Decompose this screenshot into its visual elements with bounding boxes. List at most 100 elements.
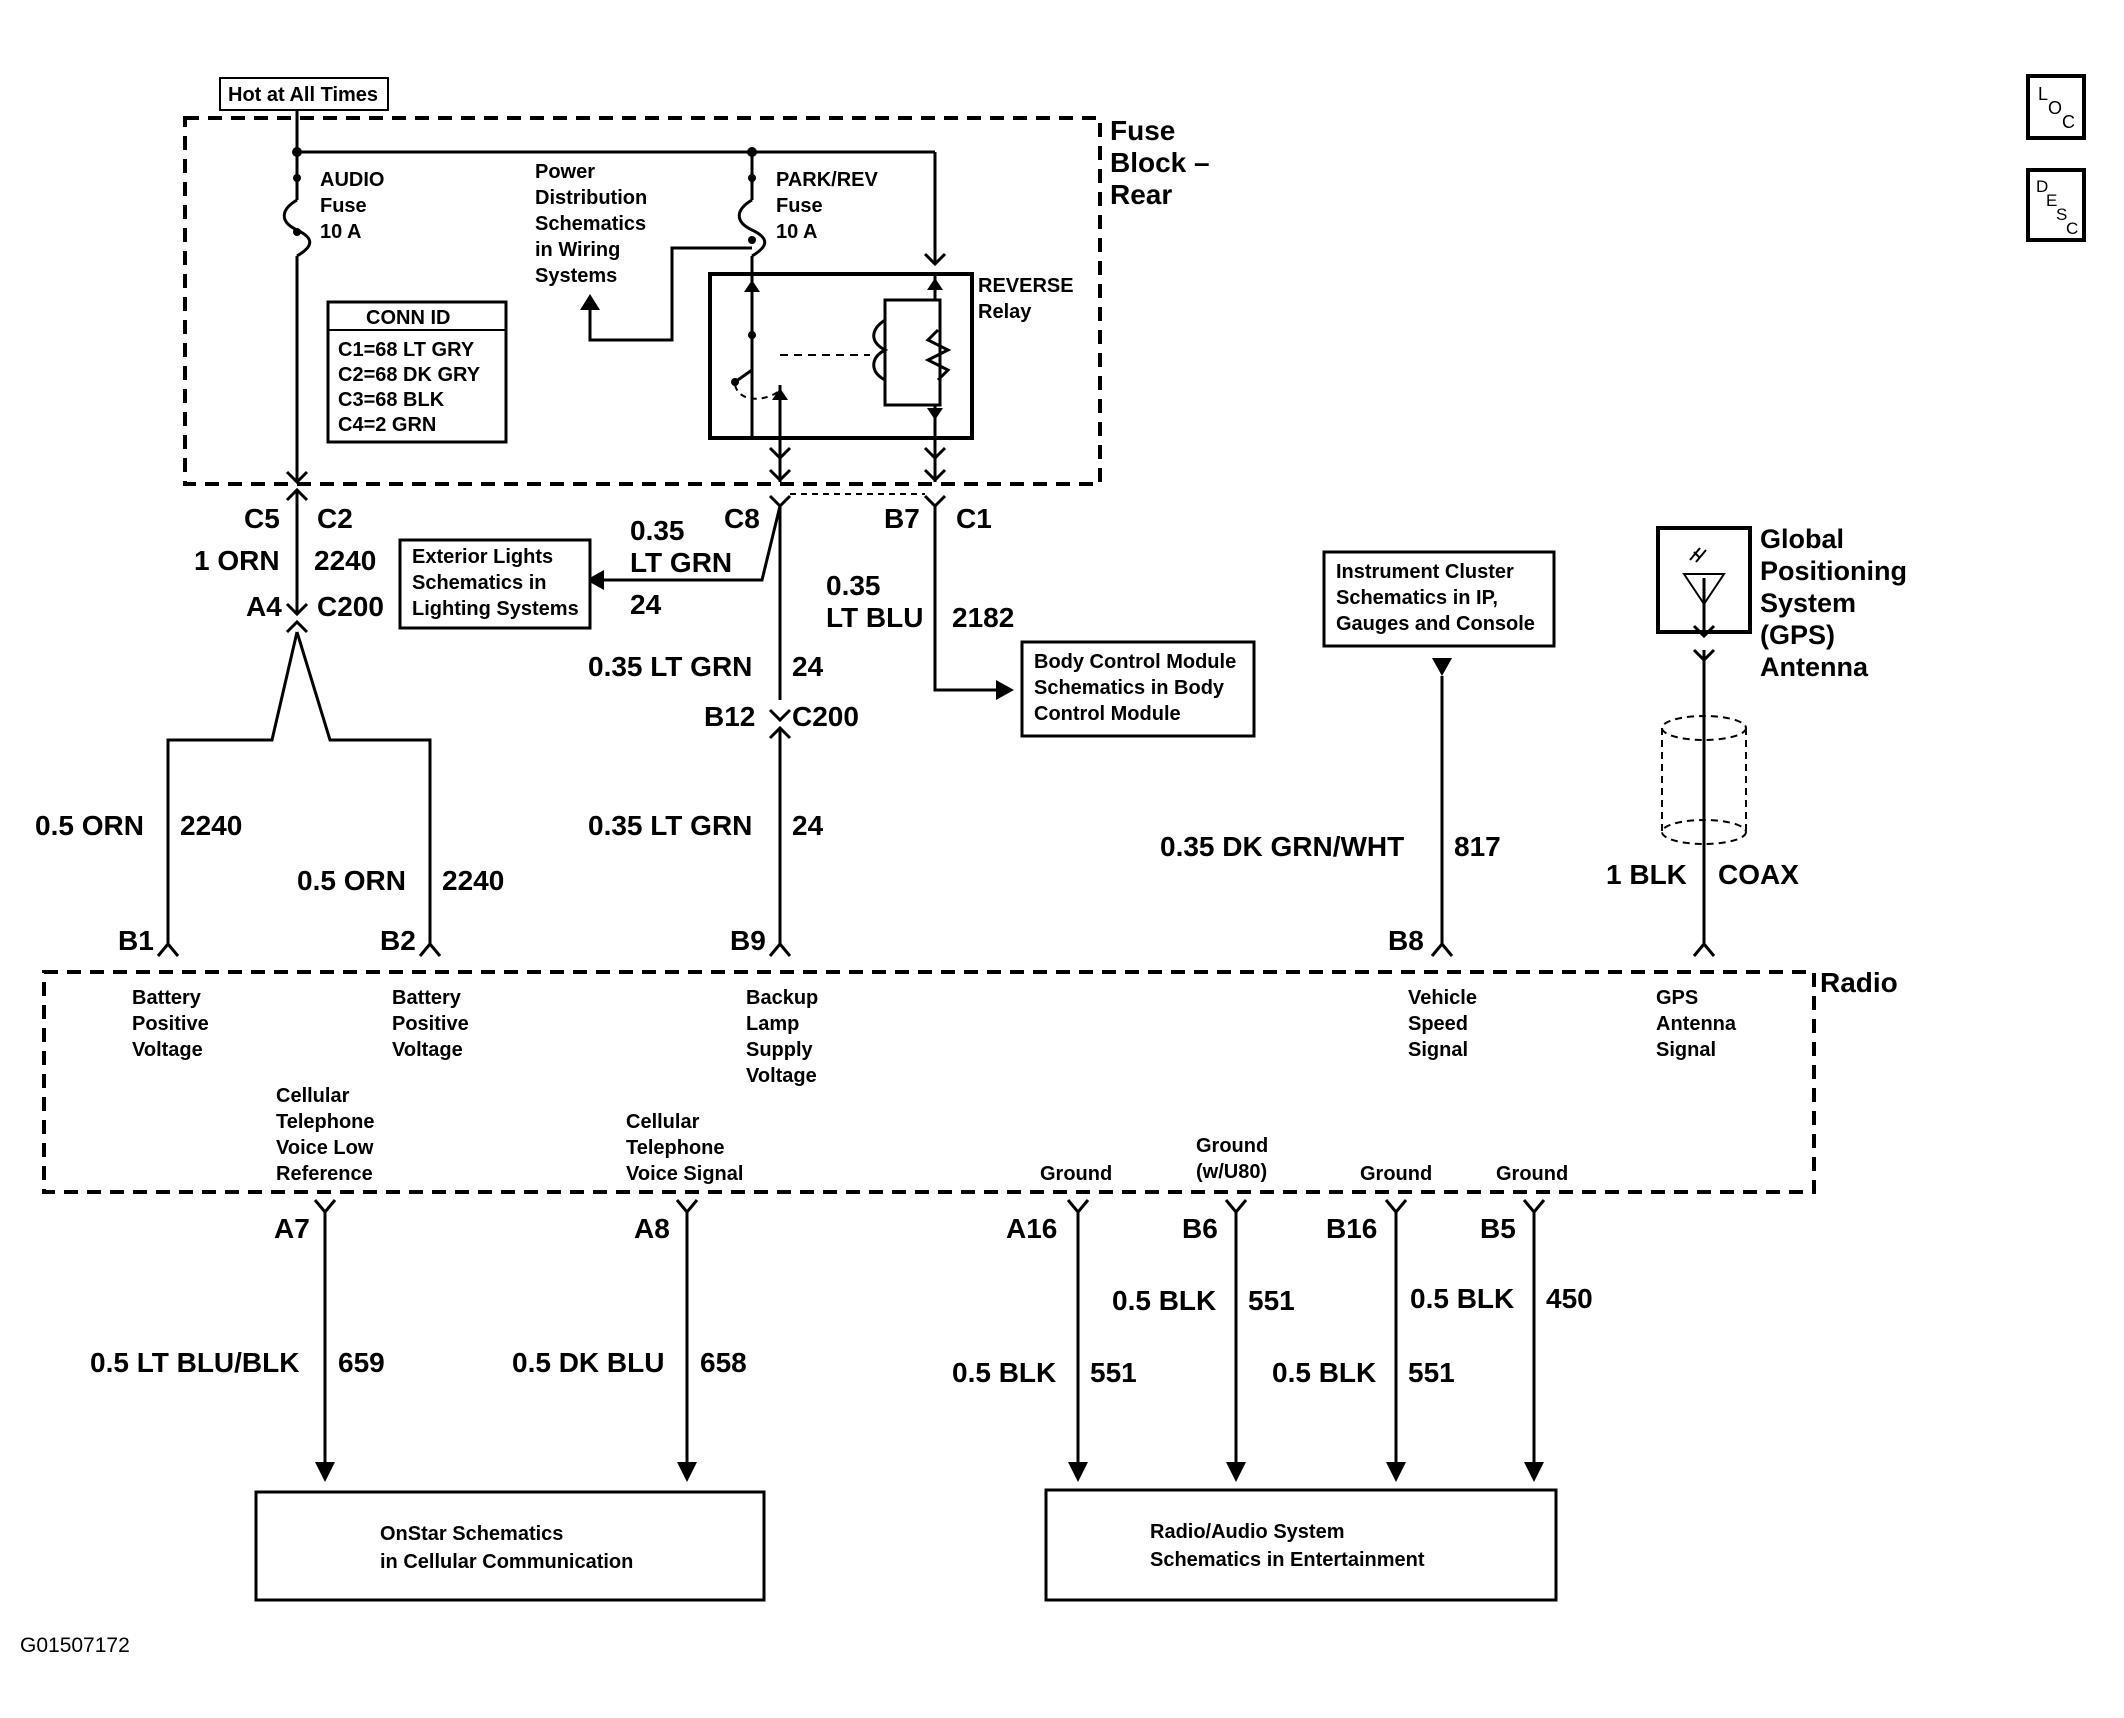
svg-text:Schematics in IP,: Schematics in IP, [1336,587,1498,609]
relay-internals [731,274,952,438]
svg-text:0.35: 0.35 [826,570,881,601]
onstar-ref-label: OnStar Schematics in Cellular Communicat… [380,1523,633,1573]
svg-text:Fuse: Fuse [1110,115,1175,146]
svg-text:Control Module: Control Module [1034,703,1181,725]
svg-text:Antenna: Antenna [1760,652,1869,682]
wire-a8-circuit: 658 [700,1347,747,1378]
svg-text:L: L [2038,84,2048,104]
svg-text:Voice Low: Voice Low [276,1137,374,1159]
pin-a7-description: Cellular Telephone Voice Low Reference [276,1085,375,1185]
pin-b5-description: Ground [1496,1163,1568,1185]
svg-text:(GPS): (GPS) [1760,620,1835,650]
wire-orn-b1-gauge: 0.5 ORN [35,810,144,841]
connector-c8 [768,494,792,509]
park-rev-fuse-label: PARK/REV Fuse 10 A [776,169,879,243]
svg-text:C3=68 BLK: C3=68 BLK [338,389,445,411]
pin-b16: B16 [1326,1213,1377,1244]
pin-b9: B9 [730,925,766,956]
desc-icon[interactable]: D E S C [2026,168,2086,242]
svg-text:Fuse: Fuse [320,195,367,217]
svg-text:Supply: Supply [746,1039,814,1061]
svg-text:LT BLU: LT BLU [826,602,923,633]
wire-lt-blu [933,506,1000,692]
wire-orn-b2-gauge: 0.5 ORN [297,865,406,896]
wire-lt-grn-ext [600,505,782,582]
svg-text:Power: Power [535,161,595,183]
svg-text:Global: Global [1760,524,1844,554]
svg-text:Positive: Positive [132,1013,209,1035]
instrument-cluster-ref-box [1322,550,1556,648]
pin-b5: B5 [1480,1213,1516,1244]
svg-text:C1=68 LT GRY: C1=68 LT GRY [338,339,475,361]
pin-c5: C5 [244,503,280,534]
wire-lt-blu-label: 0.35 LT BLU 2182 [826,570,1014,633]
park-rev-fuse [737,152,767,280]
fuse-block-label: Fuse Block – Rear [1110,115,1210,210]
svg-text:0.35: 0.35 [630,515,685,546]
svg-text:S: S [2056,205,2067,224]
svg-text:C2=68 DK GRY: C2=68 DK GRY [338,364,481,386]
down-arrow-icon [677,1462,697,1482]
hot-at-all-times-box [219,77,389,111]
svg-text:Ground: Ground [1196,1135,1268,1157]
svg-text:Vehicle: Vehicle [1408,987,1477,1009]
svg-text:REVERSE: REVERSE [978,275,1074,297]
pin-b2: B2 [380,925,416,956]
radio-outline [42,970,1816,1194]
svg-text:Voltage: Voltage [392,1039,463,1061]
exterior-lights-ref-label: Exterior Lights Schematics in Lighting S… [412,546,579,620]
svg-text:2182: 2182 [952,602,1014,633]
svg-text:Distribution: Distribution [535,187,647,209]
pin-b8-description: Vehicle Speed Signal [1408,987,1477,1061]
pin-b7: B7 [884,503,920,534]
terminal-b9-icon [768,941,792,957]
svg-text:Ground: Ground [1496,1163,1568,1185]
pin-b6: B6 [1182,1213,1218,1244]
pin-b2-description: Battery Positive Voltage [392,987,469,1061]
terminal-b2-icon [418,941,442,957]
radio-audio-ref-label: Radio/Audio System Schematics in Enterta… [1150,1521,1425,1571]
svg-text:Lighting Systems: Lighting Systems [412,598,579,620]
svg-text:System: System [1760,588,1856,618]
svg-text:Positive: Positive [392,1013,469,1035]
svg-text:in Wiring: in Wiring [535,239,620,261]
wire-orn-main-gauge: 1 ORN [194,545,280,576]
right-arrow-icon [996,680,1014,700]
svg-text:LT GRN: LT GRN [630,547,732,578]
audio-fuse [282,152,312,482]
wire-orn-b2-circuit: 2240 [442,865,504,896]
wire-dk-grn-wht-circuit: 817 [1454,831,1501,862]
wire-lt-grn-1-circuit: 24 [792,651,824,682]
pin-a4: A4 [246,591,282,622]
pin-a16: A16 [1006,1213,1057,1244]
svg-text:GPS: GPS [1656,987,1698,1009]
svg-text:Rear: Rear [1110,179,1172,210]
svg-text:Radio/Audio System: Radio/Audio System [1150,1521,1344,1543]
loc-icon[interactable]: L O C [2026,74,2086,140]
svg-text:Schematics: Schematics [535,213,646,235]
terminal-b16-icon [1384,1199,1408,1215]
svg-text:Fuse: Fuse [776,195,823,217]
body-control-ref-label: Body Control Module Schematics in Body C… [1034,651,1236,725]
power-distribution-note: Power Distribution Schematics in Wiring … [535,161,647,287]
terminal-b8-icon [1430,941,1454,957]
svg-text:C: C [2062,112,2075,132]
svg-text:Voltage: Voltage [746,1065,817,1087]
terminal-a16-icon [1066,1199,1090,1215]
wire-orn-b1-circuit: 2240 [180,810,242,841]
svg-text:Voice Signal: Voice Signal [626,1163,743,1185]
wire-coax-circuit: COAX [1718,859,1799,890]
svg-text:E: E [2046,191,2057,210]
wire-coax-gauge: 1 BLK [1606,859,1687,890]
conn-id-table: CONN ID C1=68 LT GRY C2=68 DK GRY C3=68 … [326,300,508,444]
terminal-b1-icon [156,941,180,957]
svg-text:O: O [2048,98,2062,118]
svg-text:Backup: Backup [746,987,818,1009]
down-arrow-icon [1386,1462,1406,1482]
power-distribution-wire [588,246,752,342]
up-arrow-icon [580,294,600,310]
left-arrow-icon [586,570,604,590]
svg-text:Positioning: Positioning [1760,556,1907,586]
connector-a4-c200 [285,602,309,634]
wire-b16-circuit: 551 [1408,1357,1455,1388]
